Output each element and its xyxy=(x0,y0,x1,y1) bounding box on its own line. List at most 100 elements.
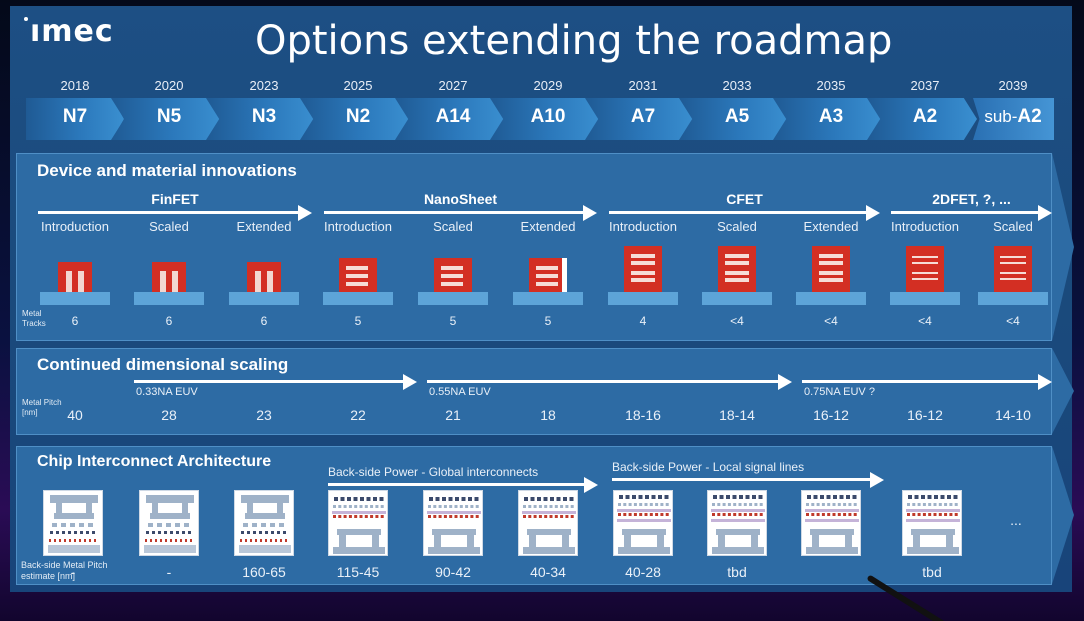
device xyxy=(938,513,942,516)
backside-pitch-value: - xyxy=(70,564,76,580)
device-nanosheet xyxy=(346,274,368,278)
device-nanosheet xyxy=(346,282,368,286)
device-heading: Device and material innovations xyxy=(37,161,297,180)
contact xyxy=(271,531,274,534)
contact xyxy=(717,503,721,506)
device-fin xyxy=(267,271,273,292)
metal-tracks-value: 4 xyxy=(639,314,647,328)
device-nanosheet xyxy=(819,278,843,282)
tech-arrow-0-line xyxy=(38,211,300,214)
timeline-node-chevron xyxy=(867,98,977,140)
metal-pitch-value: 18-14 xyxy=(719,407,755,423)
device-layer xyxy=(427,511,481,514)
transistor-device-icon xyxy=(796,246,866,305)
backside-pitch-value: 40-28 xyxy=(625,564,661,580)
contact xyxy=(86,531,89,534)
backside-via xyxy=(562,535,569,547)
device xyxy=(749,513,753,516)
device-gate xyxy=(529,258,567,292)
transistor-device-icon xyxy=(978,246,1048,305)
interconnect-chip-image xyxy=(234,490,294,556)
metal-line xyxy=(739,495,743,499)
device xyxy=(333,515,336,518)
contact xyxy=(241,531,244,534)
contact xyxy=(806,503,809,506)
timeline-node-chevron xyxy=(300,98,410,140)
contact xyxy=(354,505,358,508)
device xyxy=(811,513,815,516)
backside-via xyxy=(946,535,953,547)
via xyxy=(247,503,253,513)
device xyxy=(665,513,669,516)
contact xyxy=(754,503,758,506)
metal-line xyxy=(537,497,541,501)
device xyxy=(533,515,537,518)
device-substrate xyxy=(608,292,678,305)
contact xyxy=(80,531,83,534)
device-nanosheet xyxy=(819,261,843,265)
device-fin xyxy=(78,271,84,292)
metal-line xyxy=(150,513,190,519)
device-layer xyxy=(145,539,147,542)
contact xyxy=(375,505,379,508)
device-substrate xyxy=(702,292,772,305)
device xyxy=(628,513,632,516)
interconnect-cross-section xyxy=(239,495,291,553)
metal-line xyxy=(175,523,180,527)
device-nanosheet xyxy=(631,254,655,258)
device xyxy=(338,515,342,518)
contact xyxy=(438,505,442,508)
contact xyxy=(655,503,659,506)
device-2d-layer xyxy=(1000,272,1026,274)
interconnect-cross-section xyxy=(332,497,386,554)
bsp-local-arrow-line xyxy=(612,478,872,481)
metal-tracks-value: 5 xyxy=(449,314,457,328)
device xyxy=(928,513,932,516)
device-gate xyxy=(624,246,662,292)
contact xyxy=(628,503,632,506)
device xyxy=(954,513,958,516)
device-panel-tip xyxy=(1052,153,1074,341)
scaling-panel xyxy=(16,348,1052,435)
timeline-node-chevron xyxy=(111,98,221,140)
device xyxy=(733,513,737,516)
metal-line xyxy=(448,497,453,501)
metal-line xyxy=(556,497,561,501)
euv-arrow-1-line xyxy=(427,380,780,383)
device xyxy=(549,515,553,518)
backside-power xyxy=(333,547,385,554)
device xyxy=(743,513,747,516)
backside-rail xyxy=(622,529,666,535)
contact xyxy=(733,503,737,506)
backside-pitch-value: 90-42 xyxy=(435,564,471,580)
substrate xyxy=(48,545,100,553)
device xyxy=(623,513,627,516)
tech-arrow-0-head xyxy=(298,204,312,221)
device-gate xyxy=(718,246,756,292)
contact xyxy=(633,503,637,506)
device-nanosheet xyxy=(725,278,749,282)
metal-line xyxy=(442,497,446,501)
euv-label-1: 0.55NA EUV xyxy=(429,386,491,398)
device xyxy=(380,515,384,518)
device-layer xyxy=(175,539,177,542)
tech-name-0: FinFET xyxy=(151,191,199,207)
device xyxy=(433,515,437,518)
device xyxy=(933,513,937,516)
timeline-node-chevron xyxy=(773,98,883,140)
device xyxy=(712,513,715,516)
backside-pitch-value: 40-34 xyxy=(530,564,566,580)
contact xyxy=(158,531,161,534)
euv-label-2: 0.75NA EUV ? xyxy=(804,386,875,398)
device-layer xyxy=(250,539,252,542)
interconnect-cross-section xyxy=(711,495,765,554)
device xyxy=(554,515,558,518)
device-substrate xyxy=(40,292,110,305)
metal-line xyxy=(455,497,459,501)
contact xyxy=(712,503,715,506)
timeline-node-name: N7 xyxy=(62,106,88,127)
contact xyxy=(380,505,384,508)
metal-line xyxy=(435,497,440,501)
metal-line xyxy=(953,495,958,499)
backside-pitch-label: Back-side Metal Pitch estimate [nm] xyxy=(21,560,108,582)
